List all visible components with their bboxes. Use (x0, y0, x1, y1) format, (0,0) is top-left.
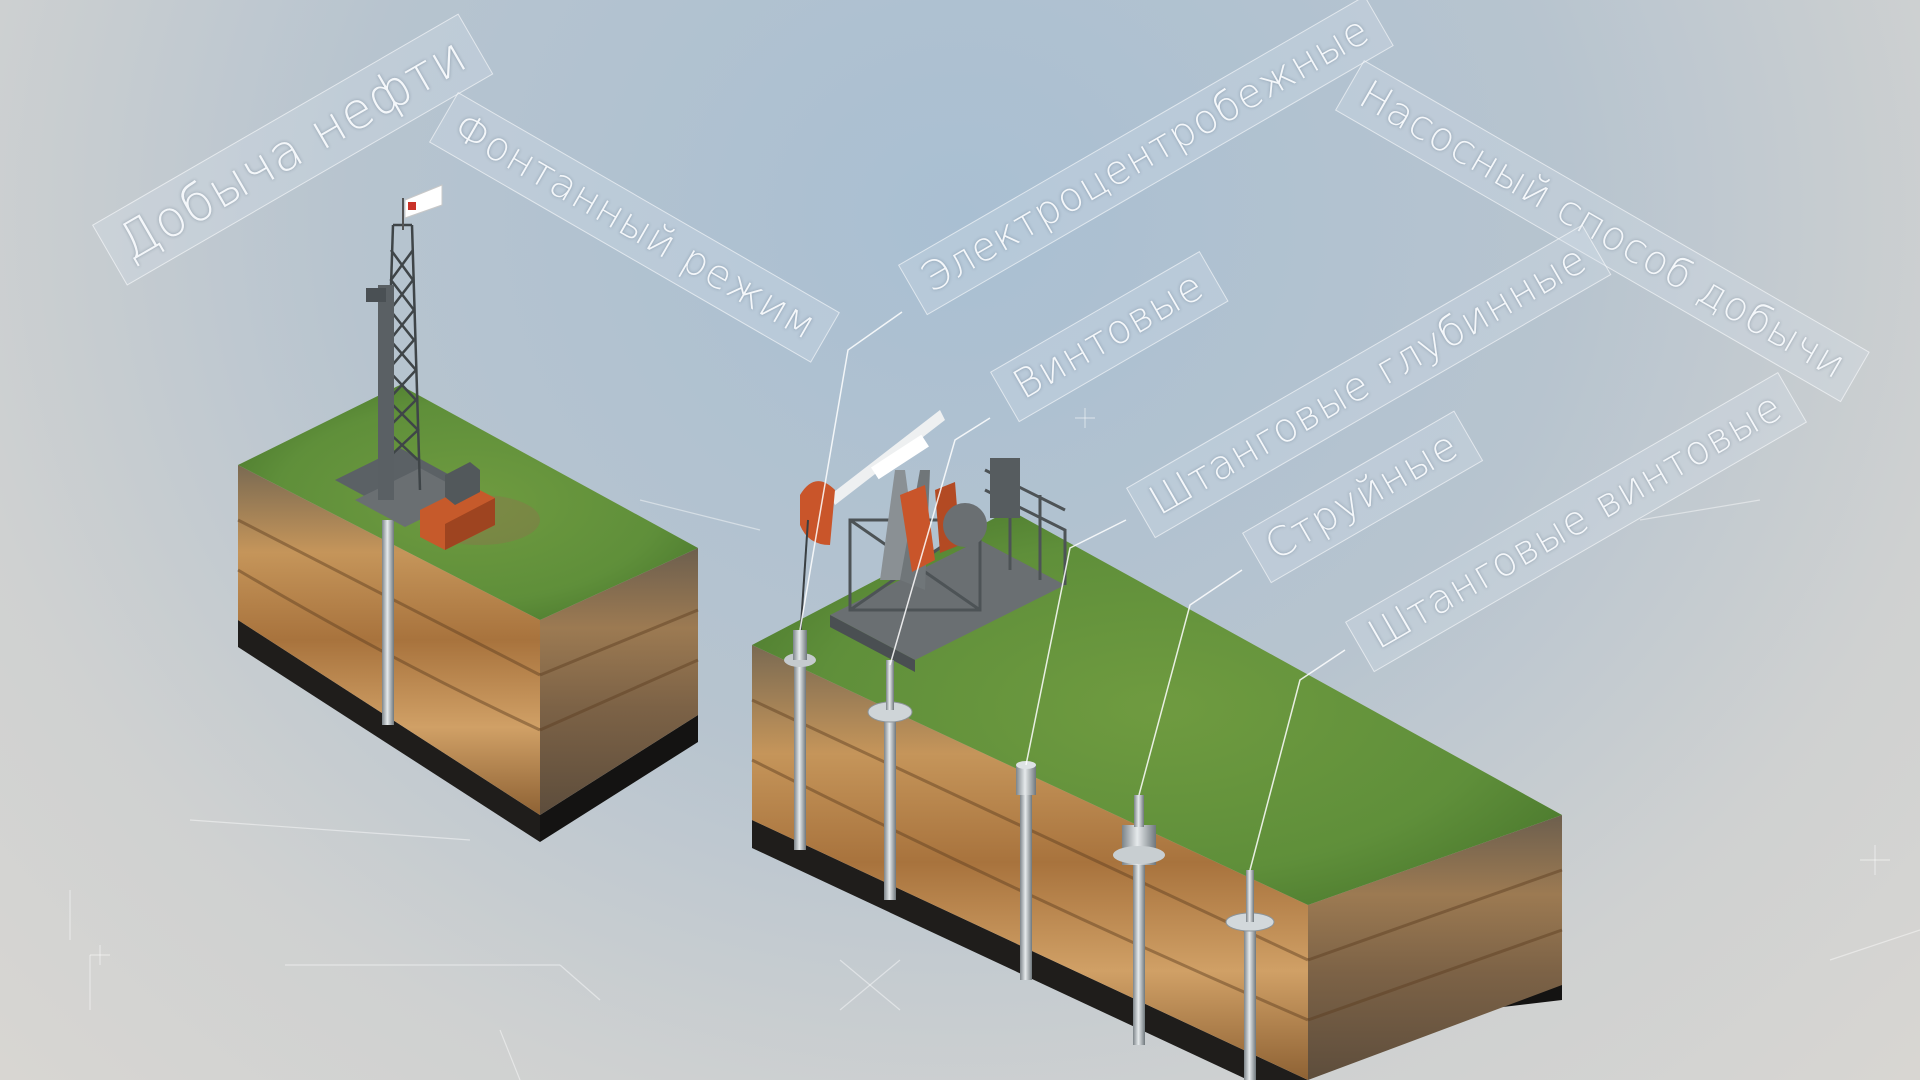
flowing-well-block (237, 184, 699, 842)
well-rod-screw (1225, 870, 1275, 1080)
well-jet (1113, 795, 1165, 1045)
well-rod-deep (1016, 761, 1036, 980)
background-guides (69, 408, 1920, 1080)
well-screw (867, 660, 913, 900)
leader-lines (799, 311, 1346, 871)
pumping-wells-block (751, 410, 1563, 1080)
well-esp (784, 630, 816, 850)
pumpjack (799, 410, 1067, 672)
